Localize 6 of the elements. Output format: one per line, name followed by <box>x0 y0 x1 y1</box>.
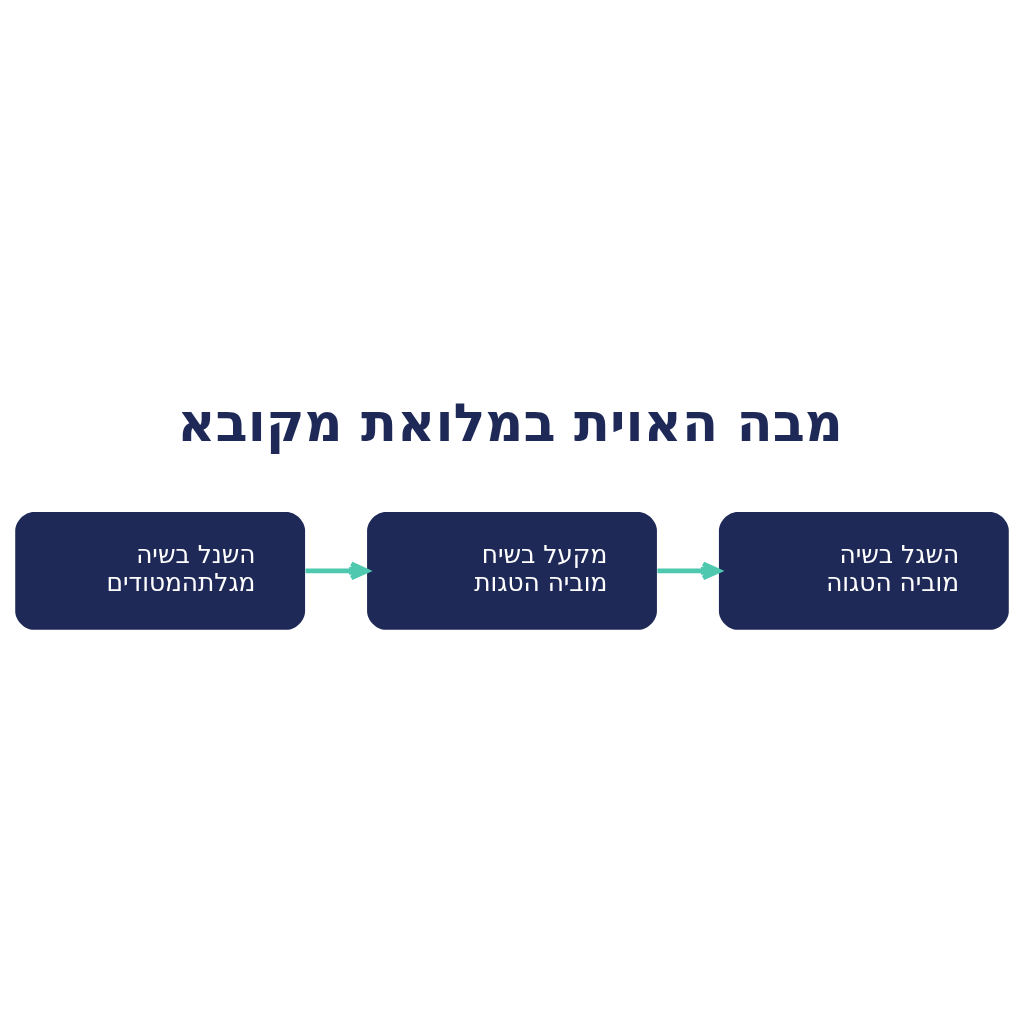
diagram-title: מבה האוית במלואת מקובא <box>177 392 843 454</box>
node-box: מקעל בשיח מוביה הטגות <box>367 512 657 630</box>
arrow <box>305 561 370 581</box>
node-box: השגל בשיה מוביה הטגוה <box>718 512 1009 630</box>
arrow <box>657 561 722 581</box>
node-box: השנל בשיה מגלתהמטודים <box>15 512 306 630</box>
